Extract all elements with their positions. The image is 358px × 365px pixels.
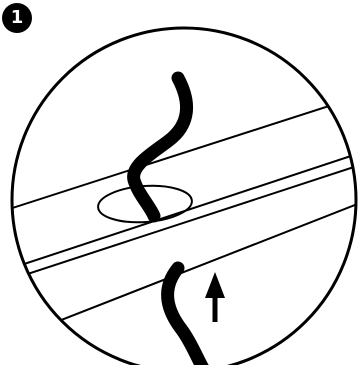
- cable-routing-illustration: [0, 0, 358, 365]
- instruction-step: 1: [0, 0, 358, 365]
